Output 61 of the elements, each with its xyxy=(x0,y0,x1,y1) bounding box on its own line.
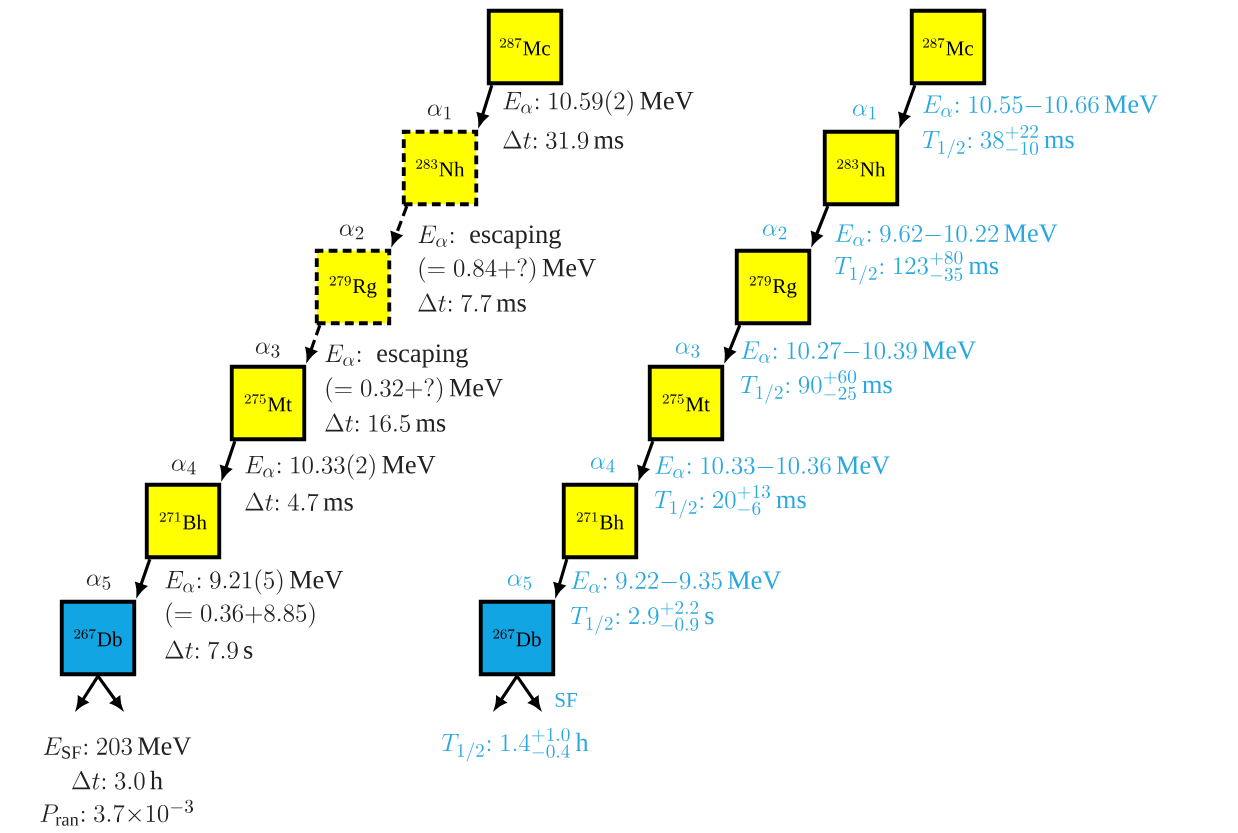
decay-annotation: $(=0.36{+}8.85)$ xyxy=(166,602,315,628)
nuclide-box: ${}^{287}\mathrm{Mc}$ xyxy=(909,8,987,86)
decay-label: $\alpha_1$ xyxy=(427,104,451,120)
decay-label: $\alpha_4$ xyxy=(171,459,196,475)
decay-annotation: $\Delta t\mathrm{:}\ 7.7\,\mathrm{ms}$ xyxy=(418,293,526,313)
decay-annotation: $T_{1/2}\mathrm{:}\ 123^{+80}_{-35}\,\mathrm{ms}$ xyxy=(834,250,999,285)
decay-annotation: $E_\mathrm{SF}\mathrm{:}\ 203\,\mathrm{MeV}$ xyxy=(43,737,192,759)
decay-arrow xyxy=(553,558,569,596)
nuclide-box: ${}^{267}\mathrm{Db}$ xyxy=(478,599,556,677)
decay-annotation: $\Delta t\mathrm{:}\ 3.0\,\mathrm{h}$ xyxy=(72,770,163,790)
decay-label: $\alpha_3$ xyxy=(675,342,700,358)
decay-arrow xyxy=(305,324,322,361)
decay-label: $\alpha_5$ xyxy=(86,574,111,590)
nuclide-box: ${}^{275}\mathrm{Mt}$ xyxy=(229,364,307,442)
decay-arrow xyxy=(135,558,152,596)
decay-annotation: $(=0.84{+}?)\,\mathrm{MeV}$ xyxy=(419,257,596,283)
decay-annotation: $T_{1/2}\mathrm{:}\ 2.9^{+2.2}_{-0.9}\,\mathrm{s}$ xyxy=(570,600,714,635)
decay-annotation: $E_\alpha\mathrm{:}\ 10.55{-}10.66\,\mathrm{MeV}$ xyxy=(923,95,1158,117)
nuclide-box: ${}^{283}\mathrm{Nh}$ xyxy=(401,129,479,207)
decay-annotation: $E_\alpha\mathrm{:\ escaping}$ xyxy=(325,344,468,368)
decay-arrow xyxy=(390,205,409,245)
decay-arrow xyxy=(477,84,494,126)
decay-annotation: $(=0.32{+}?)\,\mathrm{MeV}$ xyxy=(326,377,503,403)
decay-annotation: $E_\alpha\mathrm{:}\ 10.33(2)\,\mathrm{MeV}$ xyxy=(245,454,436,480)
decay-annotation: $T_{1/2}\mathrm{:}\ 38^{+22}_{-10}\,\mathrm{ms}$ xyxy=(922,124,1074,159)
decay-annotation: $\Delta t\mathrm{:}\ 31.9\,\mathrm{ms}$ xyxy=(503,130,624,150)
decay-annotation: $T_{1/2}\mathrm{:}\ 20^{+13}_{-6}\,\mathrm{ms}$ xyxy=(654,484,806,519)
decay-annotation: $T_{1/2}\mathrm{:}\ 90^{+60}_{-25}\,\mathrm{ms}$ xyxy=(740,369,892,404)
decay-arrow xyxy=(811,205,830,245)
nuclide-box: ${}^{287}\mathrm{Mc}$ xyxy=(486,8,564,86)
decay-label: $\alpha_5$ xyxy=(507,574,532,590)
decay-label: $\alpha_2$ xyxy=(339,224,364,240)
nuclide-box: ${}^{267}\mathrm{Db}$ xyxy=(59,599,137,677)
decay-label: $\alpha_3$ xyxy=(255,342,280,358)
decay-annotation: $\Delta t\mathrm{:}\ 4.7\,\mathrm{ms}$ xyxy=(245,492,353,512)
decay-label: $\alpha_2$ xyxy=(762,224,787,240)
decay-annotation: $E_\alpha\mathrm{:}\ 10.33{-}10.36\,\mathrm{MeV}$ xyxy=(655,456,890,478)
decay-annotation: $E_\alpha\mathrm{:}\ 9.22{-}9.35\,\mathrm{MeV}$ xyxy=(571,571,782,593)
decay-annotation: $E_\alpha\mathrm{:\ escaping}$ xyxy=(418,225,561,249)
decay-annotation: $T_{1/2}\mathrm{:}\ 1.4^{+1.0}_{-0.4}\,\mathrm{h}$ xyxy=(442,727,589,762)
nuclide-box: ${}^{279}\mathrm{Rg}$ xyxy=(314,248,392,326)
decay-label: $\alpha_4$ xyxy=(590,457,615,473)
nuclide-box: ${}^{275}\mathrm{Mt}$ xyxy=(647,364,725,442)
decay-annotation: $P_\mathrm{ran}\mathrm{:}\ 3.7{\times}10^{-3}$ xyxy=(40,799,194,826)
edge-label: SF xyxy=(555,692,577,708)
nuclide-box: ${}^{279}\mathrm{Rg}$ xyxy=(734,248,812,326)
nuclide-box: ${}^{271}\mathrm{Bh}$ xyxy=(561,482,639,560)
decay-arrow xyxy=(637,440,655,479)
decay-annotation: $\Delta t\mathrm{:}\ 16.5\,\mathrm{ms}$ xyxy=(325,413,446,433)
decay-annotation: $E_\alpha\mathrm{:}\ 10.59(2)\,\mathrm{MeV}$ xyxy=(503,90,694,116)
decay-annotation: $\Delta t\mathrm{:}\ 7.9\,\mathrm{s}$ xyxy=(165,640,253,660)
decay-arrow xyxy=(220,440,237,479)
decay-annotation: $E_\alpha\mathrm{:}\ 9.62{-}10.22\,\mathrm{MeV}$ xyxy=(835,224,1058,246)
decay-arrow xyxy=(898,84,917,126)
decay-arrow xyxy=(724,324,742,361)
nuclide-box: ${}^{283}\mathrm{Nh}$ xyxy=(822,129,900,207)
decay-arrow xyxy=(96,675,123,710)
decay-label: $\alpha_1$ xyxy=(852,104,876,120)
decay-annotation: $E_\alpha\mathrm{:}\ 10.27{-}10.39\,\mathrm{MeV}$ xyxy=(741,341,976,363)
nuclide-box: ${}^{271}\mathrm{Bh}$ xyxy=(144,482,222,560)
decay-annotation: $E_\alpha\mathrm{:}\ 9.21(5)\,\mathrm{MeV}$ xyxy=(165,569,343,595)
